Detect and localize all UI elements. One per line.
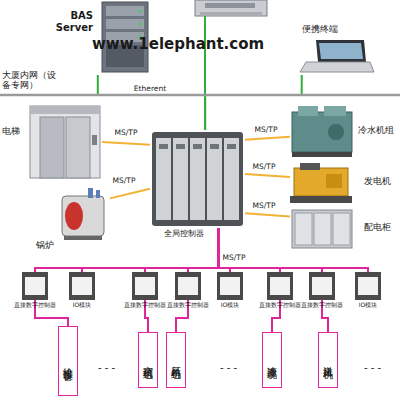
network-link <box>102 142 150 145</box>
network-link <box>110 189 150 199</box>
node-label: 空调机组 <box>142 358 154 362</box>
edge-label: MS/TP <box>253 201 276 210</box>
boiler <box>62 188 104 240</box>
edge-label: MS/TP <box>255 125 278 134</box>
node-label: 直接数字控制器 <box>116 302 174 309</box>
node-label: 冷源系统 <box>266 358 278 362</box>
note-label: 大厦内网（设备专网） <box>2 70 64 91</box>
device-node: IO模块 <box>355 272 381 300</box>
equipment-box: 冷源系统 <box>262 332 282 388</box>
device-node: 直接数字控制器 <box>175 272 201 300</box>
node-label: BAS Server <box>53 10 93 33</box>
elevator <box>30 106 100 178</box>
node-label: 直接数字控制器 <box>251 302 309 309</box>
network-link <box>98 75 205 130</box>
network-link <box>205 75 302 130</box>
node-label: 给排水设备 <box>62 359 74 364</box>
edge-label: MS/TP <box>223 253 246 262</box>
equipment-box: 给排水设备 <box>58 326 78 396</box>
equipment-box: 新风机组 <box>166 332 186 388</box>
node-label: IO模块 <box>339 302 397 309</box>
node-label: 便携终端 <box>302 24 358 34</box>
network-link <box>218 228 280 272</box>
node-label: 发电机 <box>364 176 400 186</box>
network-link <box>218 228 230 272</box>
chiller <box>292 106 352 157</box>
note-label: - - - <box>220 362 250 374</box>
device-node: 发电机 <box>290 162 352 205</box>
module-faces <box>25 277 378 295</box>
node-label: 配电柜 <box>364 222 400 232</box>
network-link <box>218 228 322 272</box>
device-node: IO模块 <box>217 272 243 300</box>
device-node: 直接数字控制器 <box>22 272 48 300</box>
edge-label: MS/TP <box>113 176 136 185</box>
device-node: 便携终端 <box>298 24 372 75</box>
network-link <box>245 137 290 140</box>
watermark: www.1elephant.com <box>92 36 312 53</box>
node-label: 直接数字控制器 <box>159 302 217 309</box>
device-node: 直接数字控制器 <box>267 272 293 300</box>
node-label: 冷水机组 <box>358 125 400 135</box>
module-bodies <box>22 272 381 300</box>
node-label: IO模块 <box>201 302 259 309</box>
device-node: 冷水机组 <box>290 105 356 158</box>
equipment-box: 空调机组 <box>138 332 158 388</box>
node-label: 锅炉 <box>36 240 60 250</box>
node-label: 送排风机 <box>322 358 334 362</box>
generator <box>290 163 352 203</box>
edge-label: Etherent <box>134 84 166 93</box>
note-label: - - - <box>364 362 394 374</box>
node-label: IO模块 <box>53 302 111 309</box>
device-node: 直接数字控制器 <box>132 272 158 300</box>
edge-label: MS/TP <box>253 162 276 171</box>
network-link <box>245 213 290 216</box>
node-label: 全局控制器 <box>164 229 224 238</box>
note-label: - - - <box>98 362 128 374</box>
ethernet-backbone <box>0 94 400 97</box>
network-link <box>245 174 290 177</box>
device-node: IO模块 <box>69 272 95 300</box>
edge-label: MS/TP <box>115 128 138 137</box>
distribution-cabinet <box>292 210 352 248</box>
node-label: 直接数字控制器 <box>293 302 351 309</box>
equipment-box: 送排风机 <box>318 332 338 388</box>
node-label: 电梯 <box>2 126 26 136</box>
device-node: 锅炉 <box>58 188 110 240</box>
node-label: 直接数字控制器 <box>6 302 64 309</box>
device-node: 全局控制器 <box>150 130 245 228</box>
network-link <box>218 228 368 272</box>
device-node: 电梯 <box>28 104 102 180</box>
laptop <box>300 40 374 72</box>
controller-rack <box>152 132 243 226</box>
node-label: 新风机组 <box>170 358 182 362</box>
device-node: 配电柜 <box>290 208 352 250</box>
device-node: 直接数字控制器 <box>309 272 335 300</box>
